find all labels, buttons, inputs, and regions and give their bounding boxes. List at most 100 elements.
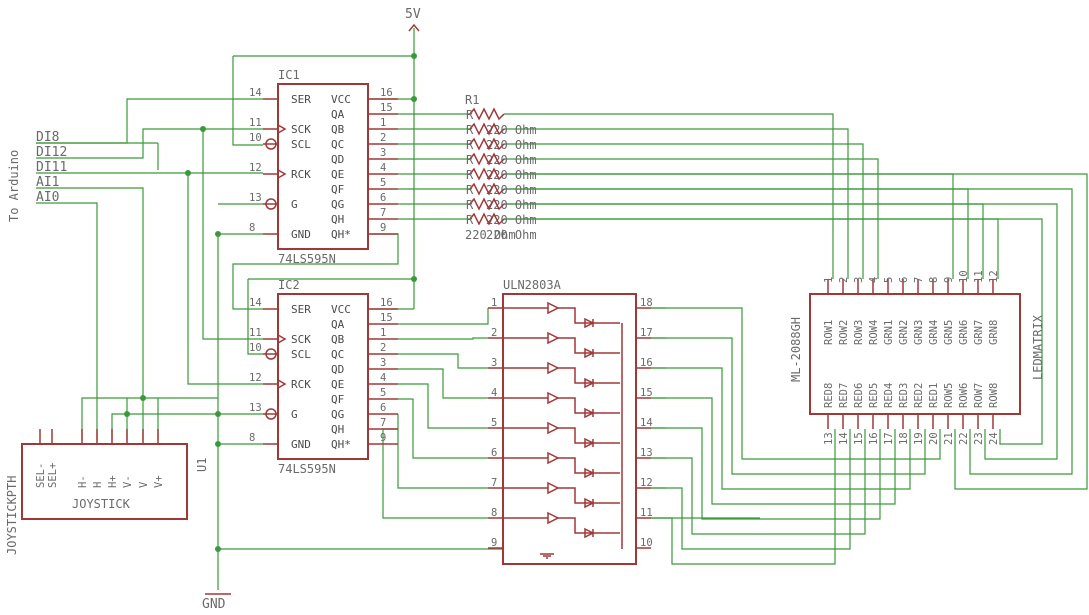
matrix-pin-number: 1 (823, 277, 835, 283)
uln-pin-number: 7 (491, 477, 497, 489)
matrix-pin-label: RED1 (928, 383, 940, 408)
matrix-pin-label: RED7 (838, 383, 850, 408)
driver-trace (503, 487, 620, 504)
ic-pin-name: QF (331, 183, 344, 196)
buffer-icon (547, 451, 560, 465)
joystick-pin-label: SEL+ (47, 463, 59, 488)
inverter-bubble-icon (265, 138, 277, 150)
ic-pin-number: 5 (380, 387, 386, 399)
ic-pin-number: 3 (380, 147, 386, 159)
arduino-signal-label: DI12 (36, 145, 67, 160)
ic-pin-name: QD (331, 363, 344, 376)
joystick-pin-label: V+ (153, 475, 165, 488)
matrix-pin-number: 12 (988, 270, 1000, 283)
arduino-label: To Arduino (7, 150, 21, 222)
ic-pin-number: 7 (380, 417, 386, 429)
matrix-pin-label: GRN4 (928, 320, 940, 345)
joystick-pin-label: SEL- (35, 463, 47, 488)
uln-pin-number: 15 (640, 387, 653, 399)
matrix-pin-label: GRN1 (883, 320, 895, 345)
driver-trace (503, 337, 620, 354)
matrix-pin-number: 24 (988, 432, 1000, 445)
ic-pin-number: 11 (249, 117, 262, 129)
buffer-icon (547, 331, 560, 345)
ic-pin-name: RCK (291, 168, 311, 181)
resistor-value-label: 220 Ohm (486, 228, 537, 242)
arduino-signal-label: AI1 (36, 175, 59, 190)
diode-icon (584, 377, 595, 389)
ic-pin-name: GND (291, 228, 311, 241)
ic-pin-number: 12 (249, 372, 262, 384)
ic-pin-name: VCC (331, 93, 351, 106)
ic-pin-number: 6 (380, 402, 386, 414)
uln-pin-number: 3 (491, 357, 497, 369)
matrix-pin-label: GRN6 (958, 320, 970, 345)
uln-pin-number: 6 (491, 447, 497, 459)
ic-pin-number: 15 (380, 102, 393, 114)
matrix-pin-number: 21 (943, 432, 955, 445)
ic-pin-name: SCL (291, 138, 311, 151)
joystick-side-label: JOYSTICKPTH (5, 476, 19, 555)
matrix-pin-label: RED2 (913, 383, 925, 408)
buffer-icon (547, 421, 560, 435)
ic2-part: 74LS595N (278, 462, 336, 476)
diode-icon (584, 527, 595, 539)
ic-pin-number: 10 (249, 132, 262, 144)
vcc-label: 5V (405, 7, 421, 22)
clock-triangle-icon (277, 124, 287, 134)
matrix-part: ML-2088GH (789, 317, 803, 382)
matrix-pin-number: 15 (853, 432, 865, 445)
led-matrix: ML-2088GH LEDMATRIX 1ROW12ROW23ROW34ROW4… (789, 270, 1045, 445)
clock-triangle-icon (277, 379, 287, 389)
matrix-pin-number: 2 (838, 277, 850, 283)
driver-trace (503, 307, 620, 324)
ic-pin-name: G (291, 198, 298, 211)
ic-pin-number: 10 (249, 342, 262, 354)
matrix-pin-number: 9 (943, 277, 955, 283)
driver-trace (503, 397, 620, 414)
resistor-ref: R (466, 123, 474, 137)
ic-pin-number: 14 (249, 87, 262, 99)
ic-pin-number: 9 (380, 222, 386, 234)
buffer-icon (547, 361, 560, 375)
driver-trace (503, 517, 620, 534)
resistor-ref: R (466, 198, 474, 212)
ic-pin-name: QC (331, 138, 344, 151)
resistor-value: 220 Ohm (465, 228, 516, 242)
diode-icon (584, 407, 595, 419)
matrix-pin-label: RED6 (853, 383, 865, 408)
ic-pin-number: 15 (380, 312, 393, 324)
matrix-pin-label: GRN2 (898, 320, 910, 345)
resistor-ref: R (466, 168, 474, 182)
ic-pin-name: QH (331, 213, 344, 226)
ic-pin-name: VCC (331, 303, 351, 316)
matrix-pin-label: GRN8 (988, 320, 1000, 345)
ic-pin-name: QE (331, 378, 344, 391)
matrix-pin-label: GRN5 (943, 320, 955, 345)
arduino-signal-label: AI0 (36, 190, 59, 205)
inverter-bubble-icon (265, 198, 277, 210)
uln-pin-number: 5 (491, 417, 497, 429)
joystick-pin-label: V (138, 481, 150, 488)
uln-pin-number: 4 (491, 387, 497, 399)
arduino-signal-label: DI11 (36, 160, 67, 175)
matrix-pin-number: 10 (958, 270, 970, 283)
matrix-pin-label: ROW7 (973, 383, 985, 408)
ic-pin-name: QG (331, 408, 344, 421)
ic-pin-number: 7 (380, 207, 386, 219)
uln-pin-number: 11 (640, 507, 653, 519)
matrix-pin-label: ROW6 (958, 383, 970, 408)
resistor-icon (469, 167, 505, 181)
ic-pin-number: 2 (380, 342, 386, 354)
ic-pin-name: QH* (331, 438, 351, 451)
inverter-bubble-icon (265, 408, 277, 420)
ic-pin-number: 12 (249, 162, 262, 174)
ic-pin-name: QF (331, 393, 344, 406)
diode-icon (584, 497, 595, 509)
matrix-pin-number: 11 (973, 270, 985, 283)
ic-pin-number: 2 (380, 132, 386, 144)
